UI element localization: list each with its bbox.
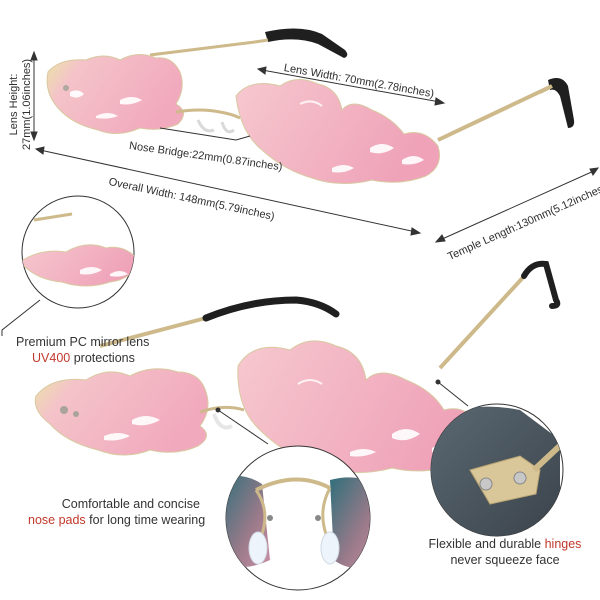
uv400-highlight: UV400: [32, 351, 71, 365]
lens-height-line2: 27mm(1.06inches): [21, 58, 33, 150]
nose-pads-highlight: nose pads: [28, 513, 86, 527]
lens-feature-line2: UV400 protections: [16, 350, 149, 366]
nose-feature-line2: nose pads for long time wearing: [28, 512, 205, 528]
nose-feature-line1: Comfortable and concise: [61, 497, 200, 511]
nose-pad-detail-circle: [225, 445, 371, 591]
top-right-temple: [437, 84, 553, 142]
top-bridge: [175, 108, 241, 120]
top-glasses: [46, 28, 575, 184]
lens-feature-rest: protections: [70, 351, 135, 365]
nose-feature-rest: for long time wearing: [85, 513, 206, 527]
hinge-feature-pre: Flexible and durable: [428, 537, 545, 551]
hinge-feature-line1: Flexible and durable hinges: [416, 536, 594, 552]
lens-height-label: Lens Height: 27mm(1.06inches): [8, 59, 34, 150]
dimension-lines: [30, 50, 600, 243]
top-left-lens: [46, 54, 184, 134]
bottom-right-temple: [438, 270, 530, 370]
top-temple-tip: [265, 28, 348, 58]
bottom-glasses: [34, 260, 561, 474]
top-temple-tip-right: [548, 78, 575, 128]
callout-lines: [1, 299, 469, 445]
top-left-temple: [149, 40, 256, 57]
bottom-left-lens: [34, 368, 209, 456]
hinges-highlight: hinges: [544, 537, 582, 551]
hinge-detail-circle: [430, 403, 564, 537]
lens-feature-text: Premium PC mirror lens UV400 protections: [16, 334, 149, 366]
top-right-lens: [235, 79, 440, 184]
hinge-feature-line2: never squeeze face: [450, 553, 560, 567]
bottom-left-temple: [99, 316, 207, 348]
lens-height-line1: Lens Height:: [8, 73, 20, 136]
hinge-feature-text: Flexible and durable hinges never squeez…: [416, 536, 594, 568]
lens-detail-circle: [21, 195, 135, 309]
lens-feature-line1: Premium PC mirror lens: [16, 335, 150, 349]
nose-pad-feature-text: Comfortable and concise nose pads for lo…: [28, 496, 205, 528]
